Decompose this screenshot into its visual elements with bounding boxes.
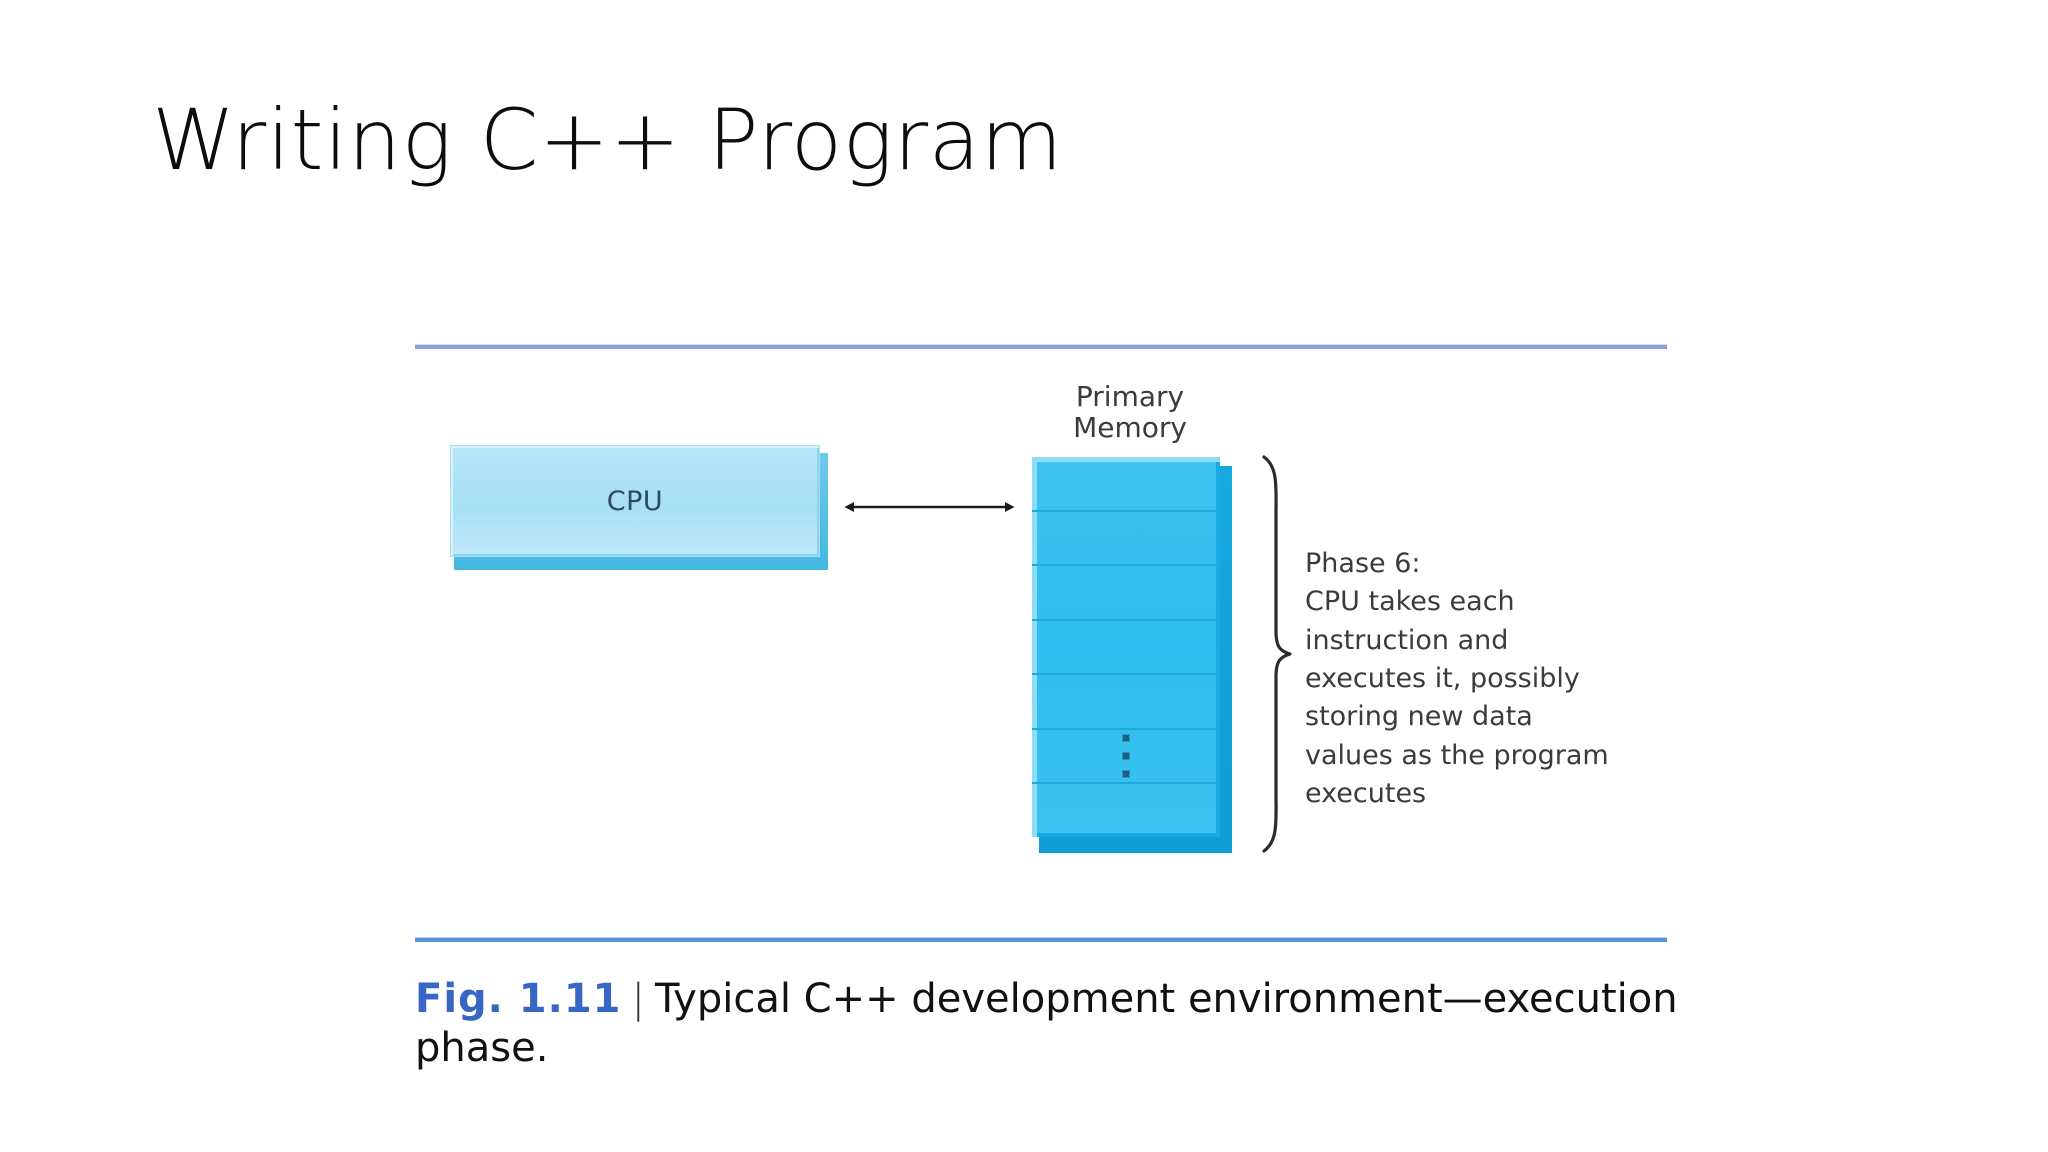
cpu-label: CPU — [606, 485, 664, 517]
primary-memory-label-line2: Memory — [1073, 411, 1187, 445]
figure-bottom-rule — [415, 938, 1667, 942]
figure-top-rule — [415, 345, 1667, 349]
memory-cell — [1032, 457, 1220, 512]
figure-number: Fig. 1.11 — [415, 976, 622, 1022]
cpu-box: CPU — [450, 445, 828, 570]
phase-description: Phase 6: CPU takes each instruction and … — [1305, 548, 1609, 809]
memory-cell — [1032, 512, 1220, 567]
figure-container: CPU Primary Memory — [415, 345, 1667, 965]
bidirectional-arrow-icon — [842, 492, 1017, 522]
caption-separator: | — [631, 976, 645, 1022]
memory-cell-ellipsis — [1032, 730, 1220, 785]
page-title: Writing C++ Program — [152, 91, 1063, 189]
primary-memory-label: Primary Memory — [1015, 381, 1245, 444]
primary-memory-block — [1032, 457, 1232, 853]
memory-cell — [1032, 784, 1220, 837]
cpu-box-face: CPU — [450, 445, 820, 557]
figure-caption: Fig. 1.11|Typical C++ development enviro… — [415, 975, 1715, 1073]
curly-brace-icon — [1260, 453, 1294, 855]
memory-cell — [1032, 566, 1220, 621]
primary-memory-face — [1032, 457, 1220, 837]
primary-memory-label-line1: Primary — [1075, 380, 1185, 413]
memory-cell — [1032, 675, 1220, 730]
vertical-ellipsis-icon — [1122, 734, 1130, 778]
caption-text: Typical C++ development environment—exec… — [415, 976, 1678, 1071]
memory-cell — [1032, 621, 1220, 676]
